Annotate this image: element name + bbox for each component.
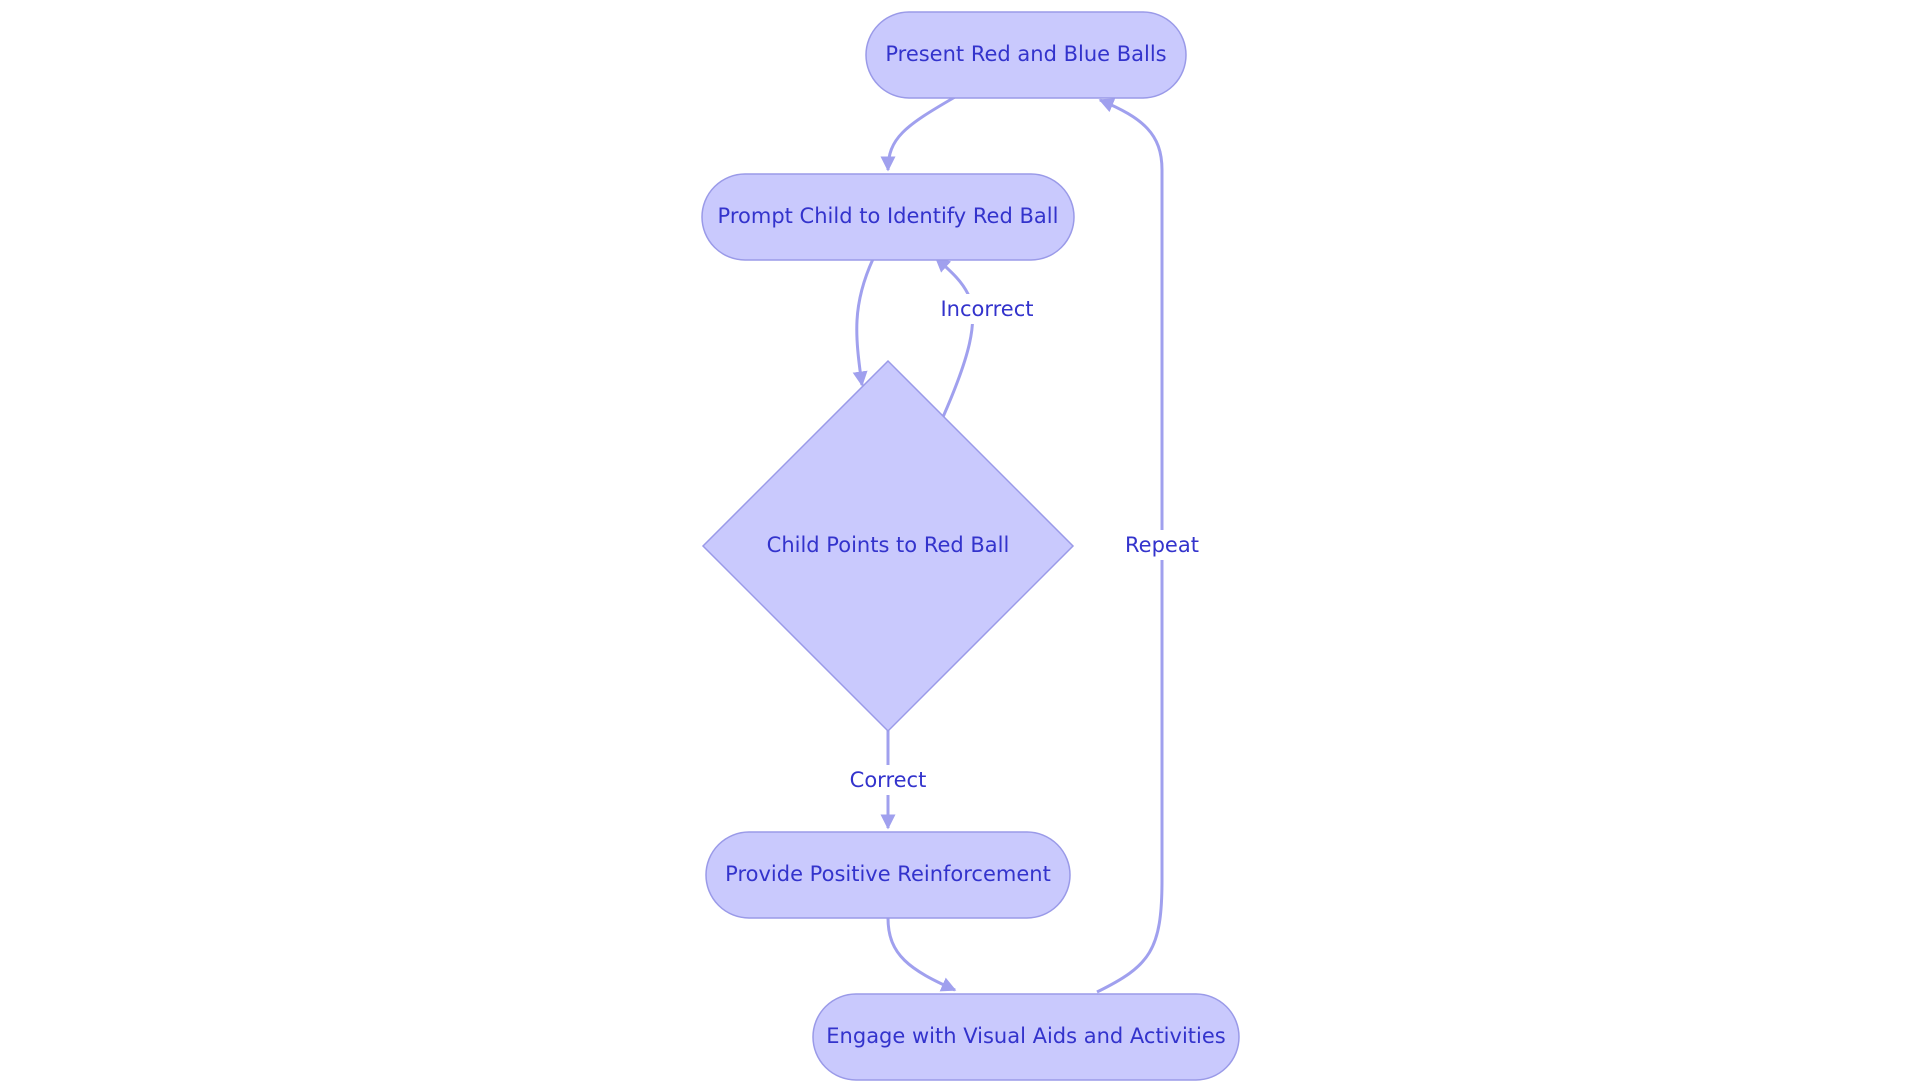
node-present-shape: [865, 11, 1187, 99]
node-engage-shape: [812, 993, 1240, 1081]
node-reinforce-shape: [705, 831, 1071, 919]
node-engage-label: Engage with Visual Aids and Activities: [826, 1024, 1225, 1048]
edge-prompt-to-decision: [852, 258, 875, 387]
node-prompt-label: Prompt Child to Identify Red Ball: [718, 204, 1059, 228]
node-prompt: Prompt Child to Identify Red Ball: [701, 173, 1075, 261]
edge-decision-incorrect: [934, 256, 975, 418]
node-reinforce-label: Provide Positive Reinforcement: [725, 862, 1051, 886]
edge-label-correct: Correct: [846, 765, 930, 795]
edge-label-repeat: Repeat: [1124, 530, 1200, 560]
edge-label-correct-bg: [846, 765, 930, 795]
edge-label-incorrect: Incorrect: [938, 294, 1036, 324]
edge-label-repeat-text: Repeat: [1125, 533, 1199, 557]
edge-label-repeat-bg: [1124, 530, 1200, 560]
edge-engage-repeat: [1096, 98, 1164, 994]
node-decision: Child Points to Red Ball: [701, 359, 1075, 733]
node-decision-label: Child Points to Red Ball: [767, 533, 1010, 557]
edge-present-to-prompt: [880, 95, 956, 172]
node-prompt-shape: [701, 173, 1075, 261]
node-reinforce: Provide Positive Reinforcement: [705, 831, 1071, 919]
edge-label-correct-text: Correct: [850, 768, 927, 792]
edge-label-incorrect-bg: [938, 294, 1036, 324]
node-engage: Engage with Visual Aids and Activities: [812, 993, 1240, 1081]
edge-label-incorrect-text: Incorrect: [940, 297, 1033, 321]
node-decision-shape: [701, 359, 1075, 733]
node-present: Present Red and Blue Balls: [865, 11, 1187, 99]
node-present-label: Present Red and Blue Balls: [885, 42, 1166, 66]
edge-reinforce-to-engage: [886, 917, 957, 992]
